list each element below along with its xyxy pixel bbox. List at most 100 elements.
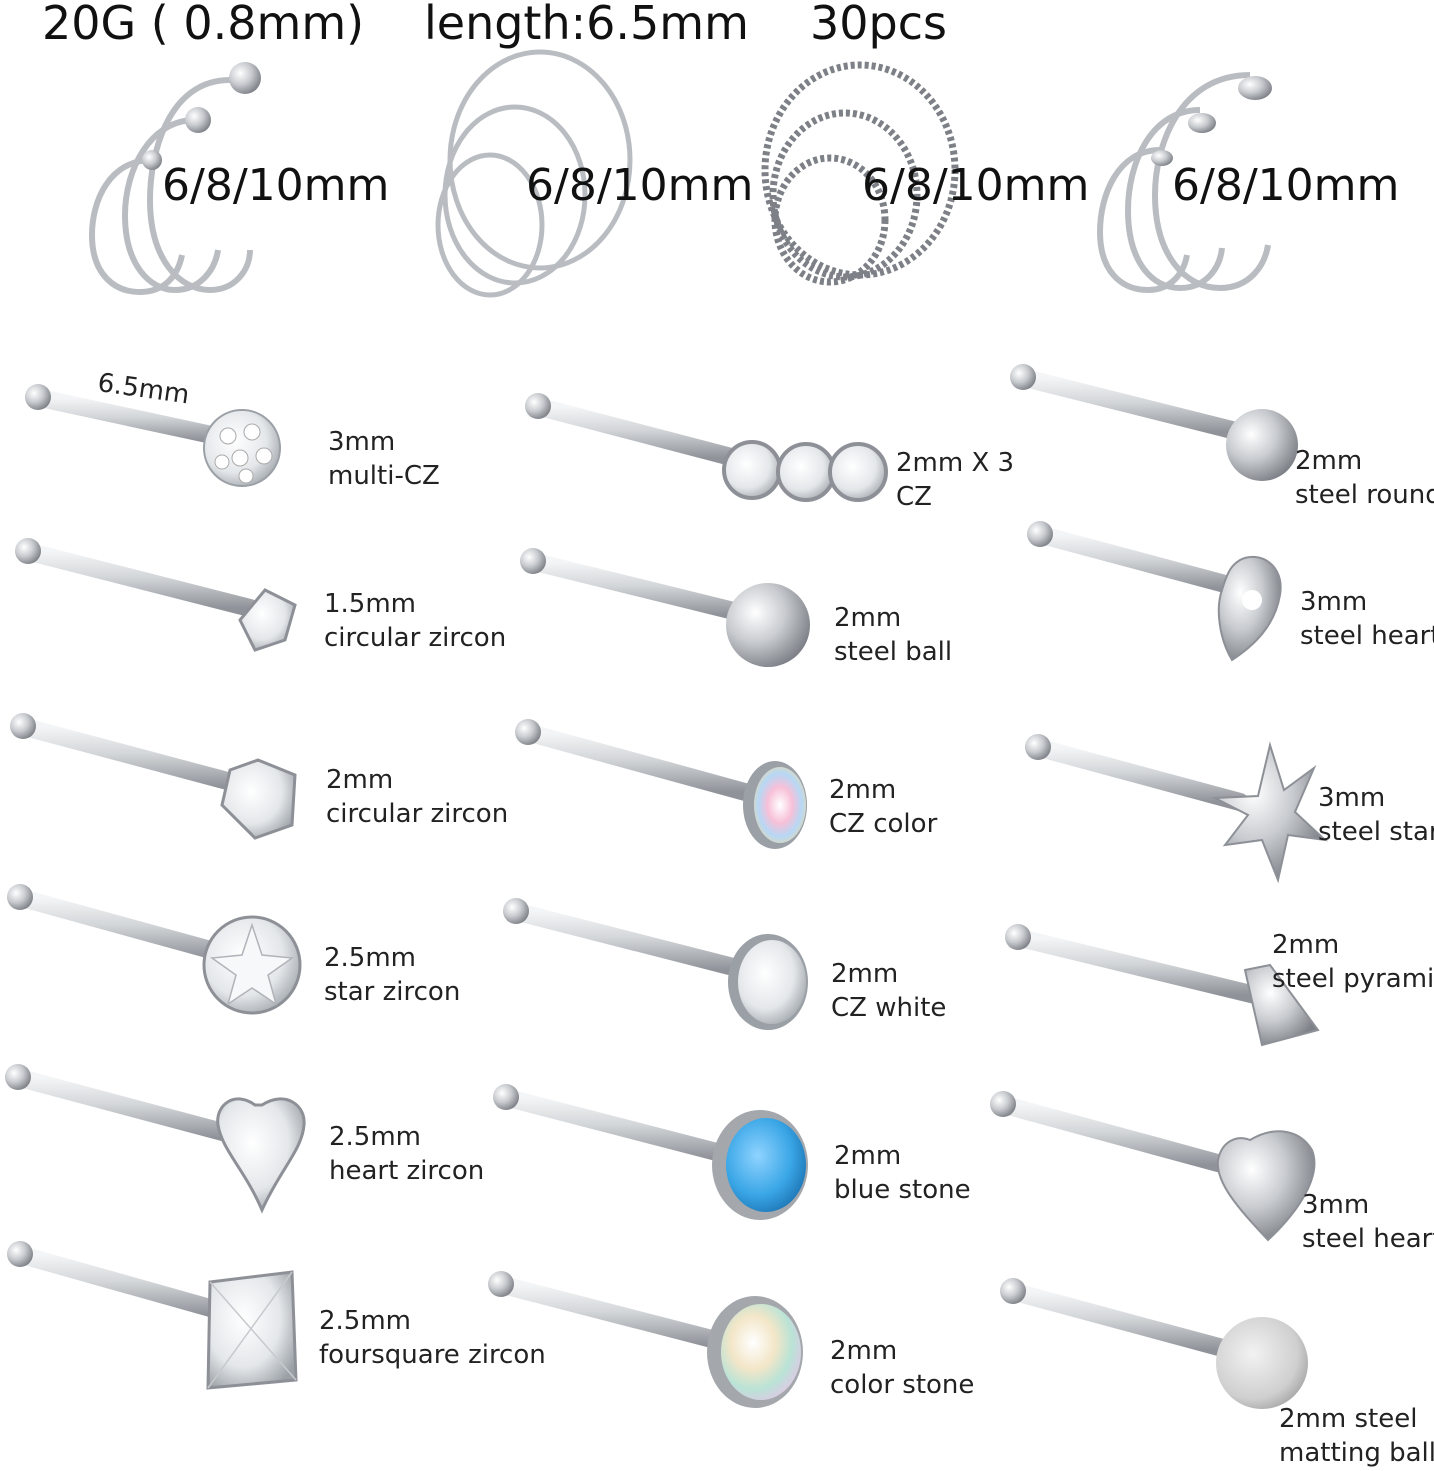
twisted-hoop-icon <box>761 61 959 286</box>
pin-label: 3mm steel heart <box>1302 1188 1434 1256</box>
open-heart-icon <box>1217 555 1282 662</box>
pin-rod <box>10 713 259 796</box>
pin-rod <box>1005 924 1264 1004</box>
pin-rod <box>7 884 249 967</box>
pin-rod <box>25 384 244 449</box>
pin-size: 2.5mm <box>324 943 417 973</box>
square-zircon-icon <box>206 1270 298 1390</box>
white-cz-icon <box>728 934 808 1030</box>
pin-label: 2.5mm heart zircon <box>329 1120 484 1188</box>
pin-rod <box>488 1271 744 1354</box>
pin-rod <box>503 898 754 979</box>
triple-cz-icon <box>722 440 888 502</box>
gauge-label: 20G ( 0.8mm) <box>42 0 365 50</box>
pin-size: 2mm <box>830 1336 898 1366</box>
flat-end-hoop-icon <box>1096 72 1272 294</box>
pin-size: 3mm <box>1300 587 1368 617</box>
blue-opal-icon <box>712 1110 808 1220</box>
pin-type: circular zircon <box>324 623 507 653</box>
pin-label: 2mm X 3 CZ <box>896 446 1014 514</box>
pin-type: color stone <box>830 1370 975 1400</box>
steel-spike-icon <box>1243 963 1320 1047</box>
pin-label: 2mm steel matting ball <box>1279 1402 1434 1470</box>
pin-type: steel star <box>1318 817 1434 847</box>
color-cz-icon <box>743 761 807 849</box>
pin-type: CZ color <box>829 809 938 839</box>
matte-ball-icon <box>1216 1317 1308 1409</box>
pin-type: circular zircon <box>326 799 509 829</box>
pin-type: CZ white <box>831 993 947 1023</box>
pin-size: 2mm <box>829 775 897 805</box>
pin-size: 2mm <box>834 603 902 633</box>
pin-label: 2mm CZ white <box>831 957 946 1025</box>
ring-size-label: 6/8/10mm <box>862 160 1090 211</box>
pin-size: 1.5mm <box>324 589 417 619</box>
steel-ball-icon <box>726 583 810 667</box>
length-label: length:6.5mm <box>424 0 749 50</box>
pin-type: steel heart <box>1300 621 1434 651</box>
pin-size: 3mm <box>1302 1190 1370 1220</box>
ring-size-label: 6/8/10mm <box>526 160 754 211</box>
pin-rod <box>5 1064 254 1147</box>
pin-rod <box>1027 521 1249 597</box>
pin-size: 3mm <box>328 427 396 457</box>
pin-rod <box>520 548 759 624</box>
pin-label: 2.5mm foursquare zircon <box>319 1304 546 1372</box>
pin-size: 2mm <box>326 765 394 795</box>
ring-size-label: 6/8/10mm <box>1172 160 1400 211</box>
multi-cz-ball-icon <box>203 409 281 487</box>
steel-disc-icon <box>1226 409 1298 481</box>
pin-type: steel ball <box>834 637 953 667</box>
pin-label: 2mm steel pyramis <box>1272 928 1434 996</box>
pin-rod <box>7 1241 244 1324</box>
pin-type: steel heart <box>1302 1224 1434 1254</box>
steel-heart-icon <box>1216 1130 1316 1242</box>
pin-label: 3mm multi-CZ <box>328 425 440 493</box>
steel-star-icon <box>1211 741 1328 884</box>
pin-label: 2.5mm star zircon <box>324 941 460 1009</box>
pin-size: 3mm <box>1318 783 1386 813</box>
pin-label: 2mm steel round <box>1295 444 1434 512</box>
pin-size: 2mm X 3 <box>896 448 1015 478</box>
pin-rod <box>1010 364 1249 441</box>
ball-closure-hoop-icon <box>88 62 261 296</box>
pin-rod <box>15 538 259 617</box>
heart-zircon-icon <box>216 1097 306 1214</box>
pin-size: 2.5mm <box>329 1122 422 1152</box>
pin-size: 2mm <box>1295 446 1363 476</box>
pin-size: 2mm <box>1272 930 1340 960</box>
pin-label: 3mm steel star <box>1318 781 1434 849</box>
pin-rod <box>1025 734 1249 811</box>
pin-rod <box>1000 1278 1239 1359</box>
pin-type: star zircon <box>324 977 461 1007</box>
pin-label: 2mm color stone <box>830 1334 974 1402</box>
pin-rod <box>493 1084 749 1167</box>
pin-size: 2mm <box>834 1141 902 1171</box>
pin-rod <box>525 393 744 467</box>
pin-label: 2mm CZ color <box>829 773 937 841</box>
small-zircon-icon <box>238 588 297 652</box>
pin-type: heart zircon <box>329 1156 485 1186</box>
pin-size: 2mm <box>831 959 899 989</box>
pin-type: foursquare zircon <box>319 1340 546 1370</box>
pin-type: multi-CZ <box>328 461 440 491</box>
pin-label: 2mm circular zircon <box>326 763 508 831</box>
plain-hoop-icon <box>435 49 633 298</box>
color-opal-icon <box>707 1296 803 1408</box>
pin-label: 1.5mm circular zircon <box>324 587 506 655</box>
pin-rods <box>5 364 1264 1359</box>
pin-label: 3mm steel heart <box>1300 585 1434 653</box>
star-zircon-icon <box>202 915 302 1015</box>
pin-size: 2mm steel <box>1279 1404 1418 1434</box>
zircon-icon <box>220 758 297 840</box>
pin-label: 2mm steel ball <box>834 601 952 669</box>
pin-type: steel round <box>1295 480 1434 510</box>
ring-size-label: 6/8/10mm <box>162 160 390 211</box>
pin-rod <box>515 719 754 801</box>
count-label: 30pcs <box>810 0 947 50</box>
pin-type: matting ball <box>1279 1438 1434 1468</box>
pin-type: steel pyramis <box>1272 964 1434 994</box>
pin-size: 2.5mm <box>319 1306 412 1336</box>
pin-type: blue stone <box>834 1175 971 1205</box>
